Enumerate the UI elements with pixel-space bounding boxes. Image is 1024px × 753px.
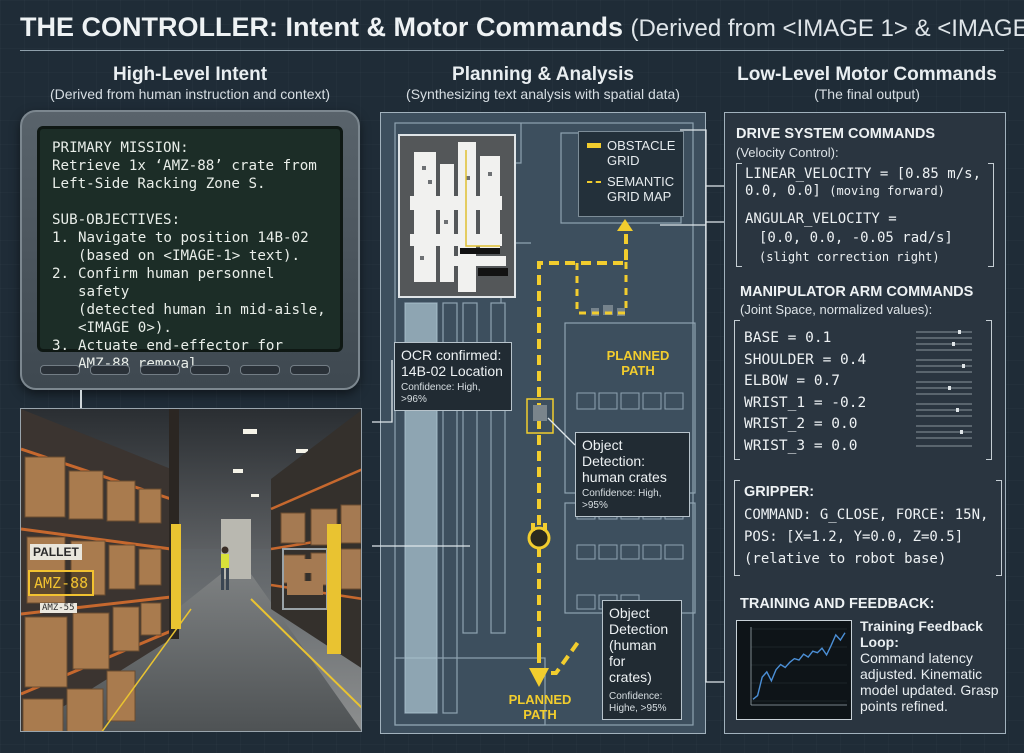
joint-values: BASE = 0.1 SHOULDER = 0.4 ELBOW = 0.7 WR… bbox=[744, 328, 866, 457]
joint-wrist-1: WRIST_1 = -0.2 bbox=[744, 394, 867, 411]
motor-heading: Low-Level Motor Commands bbox=[737, 64, 997, 85]
connector-detection bbox=[547, 417, 576, 446]
joint-elbow: ELBOW = 0.7 bbox=[744, 373, 841, 389]
box-label: AMZ-55 bbox=[40, 603, 77, 613]
intent-heading: High-Level Intent bbox=[112, 64, 268, 85]
monitor-button bbox=[90, 365, 130, 375]
intent-subheading: (Derived from human instruction and cont… bbox=[49, 86, 331, 102]
monitor-button bbox=[240, 365, 280, 375]
training-heading: TRAINING AND FEEDBACK: bbox=[740, 596, 935, 612]
planning-subheading: (Synthesizing text analysis with spatial… bbox=[406, 86, 680, 102]
drive-bracket-right bbox=[988, 163, 994, 267]
path-arrow bbox=[617, 219, 633, 231]
connector-ocr bbox=[372, 360, 393, 423]
monitor-button bbox=[40, 365, 80, 375]
arm-bracket-right bbox=[986, 320, 992, 460]
planned-path-tail bbox=[537, 636, 583, 675]
monitor-screen: PRIMARY MISSION: Retrieve 1x ‘AMZ-88’ cr… bbox=[37, 126, 343, 372]
obstacle-grid-inset bbox=[398, 134, 516, 298]
object-detection-callout: Object Detection: human crates Confidenc… bbox=[575, 432, 690, 517]
gripper-heading: GRIPPER: bbox=[744, 484, 815, 500]
monitor-buttons bbox=[40, 365, 330, 375]
pallet-label: PALLET bbox=[30, 544, 82, 560]
motor-subheading: (The final output) bbox=[814, 86, 920, 102]
training-chart bbox=[736, 620, 852, 720]
path-arrow bbox=[529, 668, 549, 687]
robot-icon bbox=[527, 526, 551, 550]
mission-heading: PRIMARY MISSION: bbox=[52, 140, 189, 156]
intent-monitor: PRIMARY MISSION: Retrieve 1x ‘AMZ-88’ cr… bbox=[20, 110, 360, 390]
training-feedback-text: Training Feedback Loop: Command latency … bbox=[860, 618, 999, 714]
arm-bracket-left bbox=[734, 320, 740, 460]
connector-map-motor bbox=[680, 129, 728, 683]
monitor-button bbox=[190, 365, 230, 375]
legend-dashed-swatch bbox=[587, 181, 601, 183]
monitor-button bbox=[140, 365, 180, 375]
warehouse-photo bbox=[20, 408, 362, 732]
drive-subheading: (Velocity Control): bbox=[736, 145, 839, 160]
joint-readout-decoration bbox=[916, 330, 972, 447]
title-divider bbox=[20, 50, 1004, 51]
legend-solid-swatch bbox=[587, 143, 601, 148]
joint-base: BASE = 0.1 bbox=[744, 330, 832, 346]
subobjective-item: 1. Navigate to position 14B-02(based on … bbox=[52, 230, 309, 264]
title-sub: (Derived from <IMAGE 1> & <IMAGE 0>) bbox=[630, 15, 1024, 42]
angular-velocity: ANGULAR_VELOCITY = [0.0, 0.0, -0.05 rad/… bbox=[745, 211, 953, 264]
amz-88-tag: AMZ-88 bbox=[28, 570, 95, 596]
planning-heading: Planning & Analysis bbox=[452, 64, 634, 85]
page-title: THE CONTROLLER: Intent & Motor Commands … bbox=[20, 12, 1024, 43]
title-main: THE CONTROLLER: Intent & Motor Commands bbox=[20, 12, 623, 42]
arm-heading: MANIPULATOR ARM COMMANDS bbox=[740, 284, 974, 300]
subobjective-item: 2. Confirm human personnel safety(detect… bbox=[52, 266, 326, 336]
ocr-callout: OCR confirmed: 14B-02 Location Confidenc… bbox=[394, 342, 512, 411]
warehouse-illustration bbox=[21, 409, 361, 731]
gripper-bracket-right bbox=[996, 480, 1002, 576]
gripper-commands: COMMAND: G_CLOSE, FORCE: 15N, POS: [X=1.… bbox=[744, 507, 989, 567]
monitor-connector bbox=[80, 390, 82, 408]
monitor-button bbox=[290, 365, 330, 375]
object-detection-callout-2: Object Detection (human for crates) Conf… bbox=[602, 600, 682, 720]
drive-bracket-left bbox=[736, 163, 742, 267]
training-chart-svg bbox=[750, 627, 847, 706]
training-series-line bbox=[752, 632, 846, 700]
joint-wrist-2: WRIST_2 = 0.0 bbox=[744, 416, 858, 432]
linear-velocity: LINEAR_VELOCITY = [0.85 m/s, 0.0, 0.0] (… bbox=[745, 166, 982, 199]
detection-box bbox=[526, 398, 554, 434]
gripper-bracket-left bbox=[734, 480, 740, 576]
subobjectives-heading: SUB-OBJECTIVES: bbox=[52, 212, 181, 228]
drive-heading: DRIVE SYSTEM COMMANDS bbox=[736, 126, 935, 142]
mission-line-1: Retrieve 1x ‘AMZ-88’ crate from bbox=[52, 158, 317, 174]
joint-wrist-3: WRIST_3 = 0.0 bbox=[744, 437, 858, 454]
joint-shoulder: SHOULDER = 0.4 bbox=[744, 351, 867, 368]
arm-subheading: (Joint Space, normalized values): bbox=[740, 302, 933, 317]
mission-line-2: Left-Side Racking Zone S. bbox=[52, 176, 266, 192]
